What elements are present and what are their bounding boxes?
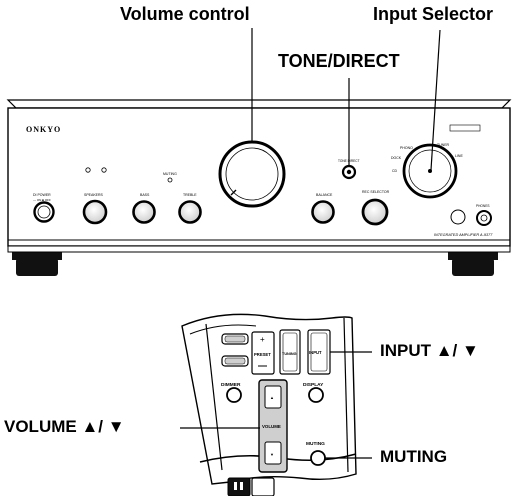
leader-input-selector xyxy=(430,29,441,171)
selector-position-phono: PHONO xyxy=(400,146,413,150)
amplifier-foot-right xyxy=(452,258,494,276)
muting-led-label: MUTING xyxy=(163,172,177,176)
indicator-led xyxy=(101,167,107,173)
remote-bottom-button[interactable] xyxy=(251,477,275,496)
display-label: DISPLAY xyxy=(303,382,324,388)
preset-label: PRESET xyxy=(254,352,271,357)
remote-control: + PRESET TUNING INPUT DIMMER DISPLAY ▲ V… xyxy=(181,313,357,496)
balance-label: BALANCE xyxy=(316,193,333,197)
selector-position-dock: DOCK xyxy=(391,156,402,160)
selector-position-tuner: TUNER xyxy=(437,143,450,147)
callout-input-selector: Input Selector xyxy=(373,4,494,24)
volume-label: VOLUME xyxy=(262,424,281,429)
dimmer-button[interactable] xyxy=(226,387,242,403)
volume-down-button[interactable] xyxy=(264,441,282,465)
muting-led xyxy=(167,177,173,183)
selector-position-line: LINE xyxy=(455,154,463,158)
brand-logo: ONKYO xyxy=(26,125,61,134)
volume-up-button[interactable] xyxy=(264,385,282,409)
muting-button[interactable] xyxy=(310,450,326,466)
callout-tone-direct: TONE/DIRECT xyxy=(278,51,400,71)
bass-label: BASS xyxy=(140,193,150,197)
preset-rocker[interactable] xyxy=(251,331,275,375)
selector-position-cd: CD xyxy=(392,169,398,173)
bass-knob[interactable] xyxy=(132,200,156,224)
callout-volume-updown: VOLUME ▲/ ▼ xyxy=(4,417,125,436)
speakers-label: SPEAKERS xyxy=(84,193,104,197)
amplifier-foot-left xyxy=(16,258,58,276)
round-button[interactable] xyxy=(450,209,466,225)
callout-volume-control: Volume control xyxy=(120,4,250,24)
display-button[interactable] xyxy=(308,387,324,403)
volume-up-arrow: ▲ xyxy=(270,395,274,400)
power-sub-label: — ON ■ OFF xyxy=(33,198,51,202)
model-label: INTEGRATED AMPLIFIER A-9377 xyxy=(434,233,493,237)
preset-plus: + xyxy=(260,335,265,344)
tuning-rocker[interactable] xyxy=(279,329,301,375)
speakers-knob[interactable] xyxy=(82,199,108,225)
volume-down-arrow: ▼ xyxy=(270,452,274,457)
volume-indicator xyxy=(230,189,237,196)
rec-selector-knob[interactable] xyxy=(361,198,389,226)
volume-knob[interactable] xyxy=(218,140,286,208)
callout-input-updown: INPUT ▲/ ▼ xyxy=(380,341,479,360)
muting-label: MUTING xyxy=(306,441,325,447)
tuning-label: TUNING xyxy=(282,352,297,356)
rec-selector-label: REC SELECTOR xyxy=(362,190,390,194)
callout-muting: MUTING xyxy=(380,447,448,466)
remote-bottom-button[interactable] xyxy=(227,477,251,496)
input-label: INPUT xyxy=(309,350,322,355)
dimmer-label: DIMMER xyxy=(221,382,241,388)
digital-badge xyxy=(449,124,481,132)
leader-lines xyxy=(180,28,441,459)
phones-label: PHONES xyxy=(476,204,489,208)
balance-knob[interactable] xyxy=(311,200,335,224)
treble-label: TREBLE xyxy=(183,193,197,197)
treble-knob[interactable] xyxy=(178,200,202,224)
power-label: DI POWER xyxy=(33,193,51,197)
indicator-led xyxy=(85,167,91,173)
amplifier: ONKYO MUTING DI POWER — ON ■ OFF SPEAKER… xyxy=(6,99,512,276)
